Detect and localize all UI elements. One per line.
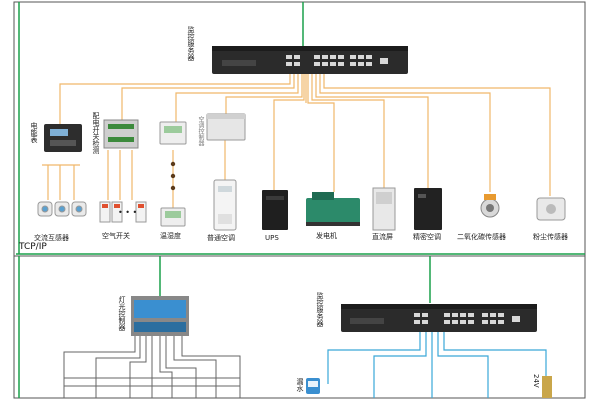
current-transformers (37, 201, 87, 217)
psu-device (542, 376, 552, 398)
air-switches (99, 201, 147, 223)
meter-label: 电能表 (30, 122, 38, 143)
rs485-lines (327, 332, 547, 398)
top-server-label: 监控服务器 (187, 26, 195, 61)
dc-panel-label: 直流屏 (372, 233, 393, 241)
leak-sensor-label: 漏水 (296, 378, 304, 392)
light-controller-device (131, 296, 189, 336)
dots-chain (170, 161, 176, 191)
psu-label: 24V (532, 374, 540, 388)
tcpip-label: TCP/IP (19, 242, 47, 252)
air-switch-label: 空气开关 (102, 232, 130, 240)
precision-ac-device (414, 188, 442, 230)
top-server (212, 46, 408, 74)
temp-humidity-label: 温湿度 (160, 232, 181, 240)
dots-ellipsis: • • • (118, 208, 138, 217)
leak-sensor-device (306, 378, 320, 394)
ac-controller-label: 空调控制器 (197, 116, 204, 146)
ethernet-lines (16, 2, 585, 398)
ac-controller-box (206, 113, 246, 141)
light-controller-label: 灯光控制器 (118, 296, 126, 331)
dust-sensor-label: 粉尘传感器 (533, 233, 568, 241)
ups-device (262, 190, 288, 230)
co2-sensor-label: 二氧化碳传感器 (457, 233, 506, 241)
common-ac-device (213, 179, 237, 231)
bottom-server (341, 304, 537, 332)
switch-detector-device (103, 119, 139, 149)
common-ac-label: 普通空调 (207, 234, 235, 242)
generator-device (306, 192, 360, 226)
current-transformer-label: 交流互感器 (34, 234, 69, 242)
generator-label: 发电机 (316, 232, 337, 240)
temp-humidity-device (160, 207, 186, 227)
precision-ac-label: 精密空调 (413, 233, 441, 241)
ac-controller-device (159, 121, 187, 145)
meter-device (44, 124, 82, 152)
signal-lines (42, 74, 551, 210)
outer-frame (13, 1, 586, 399)
dust-sensor-device (536, 197, 566, 221)
light-lines (63, 336, 241, 398)
ups-label: UPS (265, 234, 279, 242)
dc-panel-device (372, 187, 396, 231)
switch-detector-label: 配电开关检测 (92, 112, 100, 154)
bottom-server-label: 监控服务器 (316, 292, 324, 327)
co2-sensor-device (480, 194, 500, 218)
